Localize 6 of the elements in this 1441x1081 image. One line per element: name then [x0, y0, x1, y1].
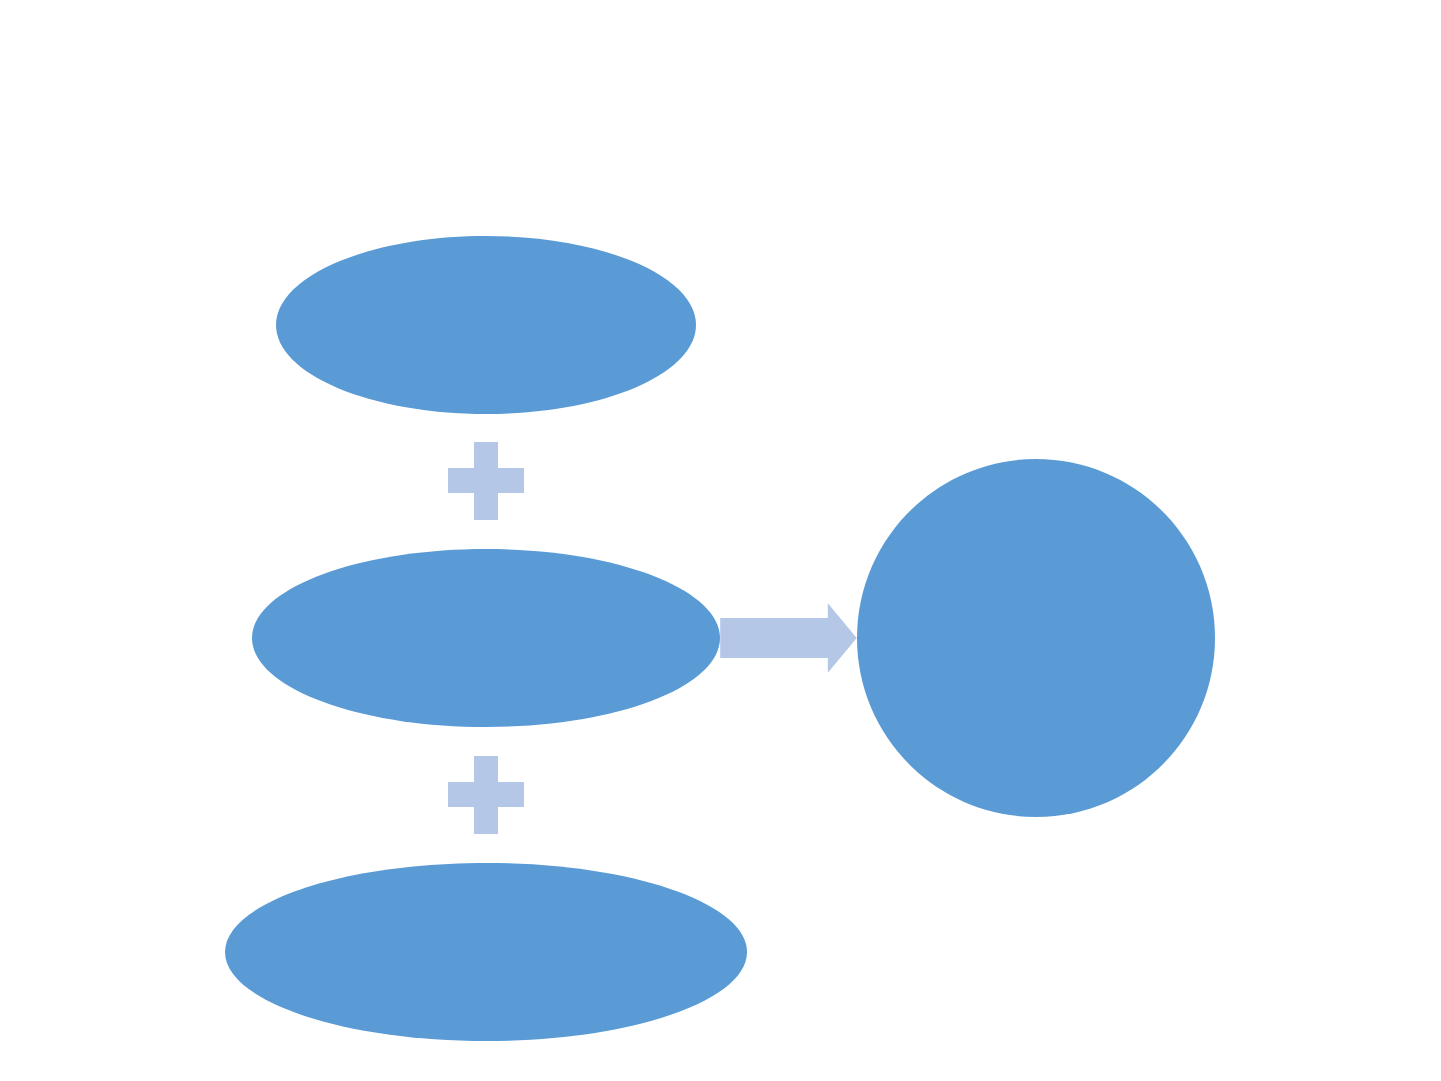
plus-sign: [448, 442, 524, 520]
ellipse: [225, 863, 747, 1041]
circle: [857, 459, 1215, 817]
plus-sign: [448, 756, 524, 834]
ellipse: [252, 549, 720, 727]
ellipse: [276, 236, 696, 414]
